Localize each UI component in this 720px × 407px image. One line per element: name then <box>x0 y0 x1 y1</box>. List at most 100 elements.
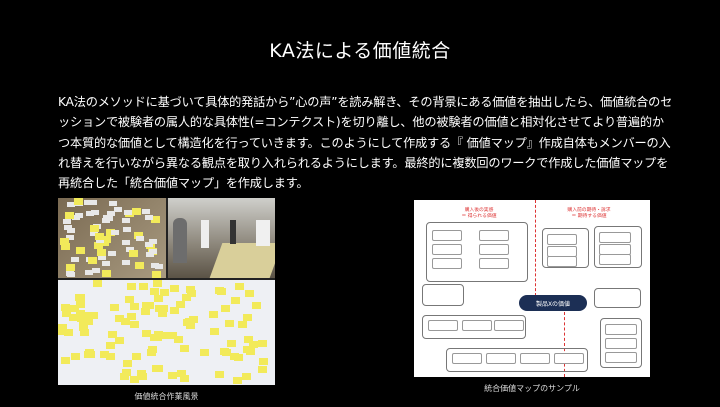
sticky-note <box>75 300 85 308</box>
map-node <box>428 320 458 331</box>
sticky-note <box>251 302 261 310</box>
card <box>84 269 93 275</box>
card <box>91 267 100 273</box>
sticky-note <box>70 352 80 360</box>
card <box>65 270 74 276</box>
card <box>90 224 100 232</box>
sticky-note <box>189 316 199 324</box>
photo-meeting-room <box>168 198 275 278</box>
sticky-note <box>60 304 70 312</box>
sticky-note <box>258 358 268 366</box>
value-group <box>426 222 528 282</box>
sticky-note <box>88 312 98 320</box>
sticky-note <box>140 307 150 315</box>
sticky-note <box>173 335 183 343</box>
sticky-note <box>153 280 163 288</box>
card <box>89 199 98 205</box>
map-node <box>547 256 577 267</box>
card <box>149 238 158 244</box>
card <box>74 198 84 206</box>
map-node <box>462 320 492 331</box>
sticky-note <box>61 357 71 365</box>
map-node <box>494 320 524 331</box>
map-node <box>605 338 637 349</box>
card <box>107 250 116 256</box>
sticky-note <box>126 282 136 290</box>
sticky-note <box>243 335 253 343</box>
map-node <box>486 353 516 364</box>
card <box>86 210 95 216</box>
sticky-note <box>220 305 230 313</box>
map-node <box>599 232 631 243</box>
sticky-note <box>80 328 90 336</box>
meeting-table <box>209 243 275 278</box>
sticky-note <box>210 328 220 336</box>
right-figure-caption: 統合価値マップのサンプル <box>484 384 580 393</box>
sticky-note <box>85 349 95 357</box>
card <box>133 231 143 239</box>
card <box>148 248 157 254</box>
sticky-note <box>127 312 137 320</box>
sticky-note <box>185 322 195 330</box>
sticky-note <box>76 314 86 322</box>
sticky-note <box>79 320 89 328</box>
divider-line <box>564 312 565 377</box>
sticky-note <box>258 339 268 347</box>
sticky-note <box>233 377 243 385</box>
map-node <box>554 353 584 364</box>
sticky-note <box>186 286 196 294</box>
sticky-note <box>76 309 86 317</box>
card <box>142 208 151 214</box>
sticky-note <box>180 374 190 382</box>
card <box>84 199 93 205</box>
sticky-note <box>129 302 139 310</box>
value-group <box>422 284 464 306</box>
sticky-note <box>257 365 267 373</box>
sticky-note <box>58 324 67 332</box>
card <box>98 254 107 260</box>
sticky-note <box>169 307 179 315</box>
card <box>123 227 132 233</box>
left-figure-caption: 価値統合作業風景 <box>134 392 199 401</box>
sticky-note <box>147 348 157 356</box>
sticky-note <box>92 280 102 288</box>
sticky-note <box>224 320 234 328</box>
slide-body-text: KA法のメソッドに基づいて具体的発話から”心の声”を読み解き、その背景にある価値… <box>58 95 673 191</box>
value-group <box>422 315 526 339</box>
card <box>123 209 132 215</box>
sticky-note <box>81 312 91 320</box>
map-node <box>547 234 577 245</box>
sticky-note <box>176 301 186 309</box>
sticky-note <box>83 318 93 326</box>
sticky-note <box>181 294 191 302</box>
card <box>109 200 118 206</box>
slide-title: KA法による価値統合 <box>269 40 451 62</box>
sticky-note <box>132 352 142 360</box>
value-group <box>600 318 642 368</box>
sticky-note <box>145 302 155 310</box>
card <box>91 209 100 215</box>
card <box>134 262 144 270</box>
card <box>150 262 159 268</box>
card <box>95 238 104 244</box>
sticky-note <box>106 352 116 360</box>
sticky-note <box>186 289 196 297</box>
sticky-note <box>68 314 78 322</box>
map-node <box>432 258 462 269</box>
card <box>93 241 103 249</box>
card <box>64 211 74 219</box>
sticky-note <box>105 341 115 349</box>
map-node <box>479 258 509 269</box>
value-group <box>594 288 641 308</box>
sticky-note <box>139 283 149 291</box>
card <box>154 264 163 270</box>
sticky-note <box>214 370 224 378</box>
sticky-note <box>109 303 119 311</box>
sticky-note <box>122 360 132 368</box>
card <box>146 252 155 258</box>
sticky-note <box>115 314 125 322</box>
sticky-note <box>64 328 74 336</box>
sticky-note <box>129 320 139 328</box>
person <box>201 220 209 248</box>
card <box>145 242 154 248</box>
